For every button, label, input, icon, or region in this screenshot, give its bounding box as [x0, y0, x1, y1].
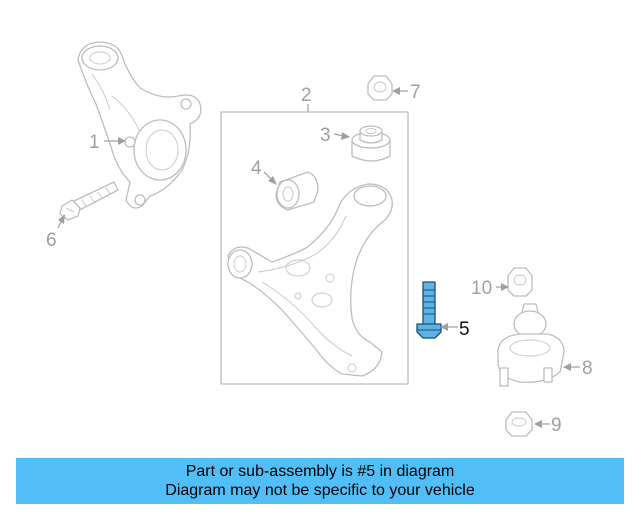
bolt-part-5-highlighted[interactable]	[416, 281, 442, 339]
front-bushing-part-4[interactable]	[275, 171, 319, 211]
nut-part-10[interactable]	[507, 267, 533, 297]
banner-line-disclaimer: Diagram may not be specific to your vehi…	[165, 482, 475, 499]
callout-10: 10	[471, 278, 492, 299]
callout-9: 9	[551, 415, 562, 436]
nut-part-9[interactable]	[505, 411, 533, 437]
control-arm-assembly-box-part-2[interactable]	[220, 111, 409, 385]
callout-4: 4	[251, 158, 262, 179]
banner-line-part-info: Part or sub-assembly is #5 in diagram	[185, 463, 455, 480]
parts-diagram: 1 2 3 4 5 6 7 8 9 10	[46, 41, 593, 437]
rear-bushing-part-3[interactable]	[351, 125, 391, 162]
leader-lines	[57, 87, 580, 428]
callout-6: 6	[46, 230, 57, 251]
info-banner: Part or sub-assembly is #5 in diagram Di…	[16, 458, 624, 504]
callout-5: 5	[459, 319, 470, 340]
callout-8: 8	[582, 358, 593, 379]
callout-7: 7	[410, 82, 421, 103]
callout-3: 3	[320, 125, 331, 146]
nut-part-7[interactable]	[367, 75, 393, 101]
callout-2: 2	[301, 85, 312, 106]
lower-control-arm	[227, 183, 393, 377]
callout-1: 1	[89, 132, 100, 153]
knuckle-bolt-part-6[interactable]	[59, 181, 119, 221]
ball-joint-part-8[interactable]	[497, 303, 565, 387]
steering-knuckle-part-1[interactable]	[77, 41, 202, 209]
